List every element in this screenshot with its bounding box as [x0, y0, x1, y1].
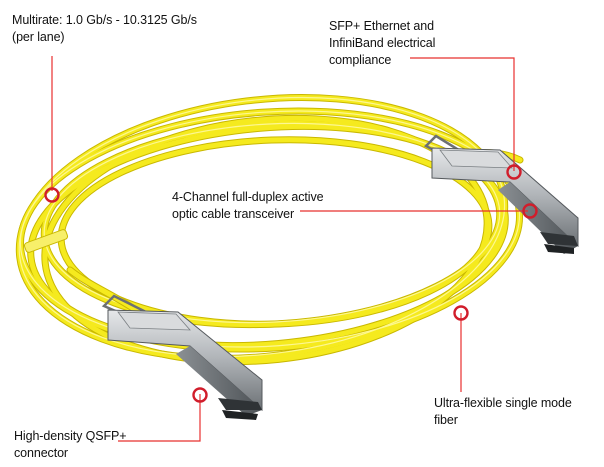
- connector-marker: [192, 387, 208, 403]
- compliance-marker: [506, 164, 522, 180]
- compliance-label: SFP+ Ethernet and InfiniBand electrical …: [329, 19, 436, 67]
- compliance-leader: [410, 57, 515, 171]
- connector-leader: [118, 394, 201, 442]
- right-qsfp-connector: [423, 134, 579, 254]
- multirate-label: Multirate: 1.0 Gb/s - 10.3125 Gb/s (per …: [12, 13, 197, 44]
- transceiver-marker: [522, 203, 538, 219]
- leader-lines: [51, 56, 528, 442]
- fiber-cable-coil: [15, 94, 524, 366]
- transceiver-label: 4-Channel full-duplex active optic cable…: [172, 190, 324, 221]
- connector-label: High-density QSFP+ connector: [14, 429, 127, 460]
- fiber-marker: [453, 305, 469, 321]
- marker-rings: [44, 164, 538, 403]
- left-qsfp-connector: [101, 294, 263, 420]
- multirate-marker: [44, 187, 60, 203]
- fiber-label: Ultra-flexible single mode fiber: [434, 396, 572, 427]
